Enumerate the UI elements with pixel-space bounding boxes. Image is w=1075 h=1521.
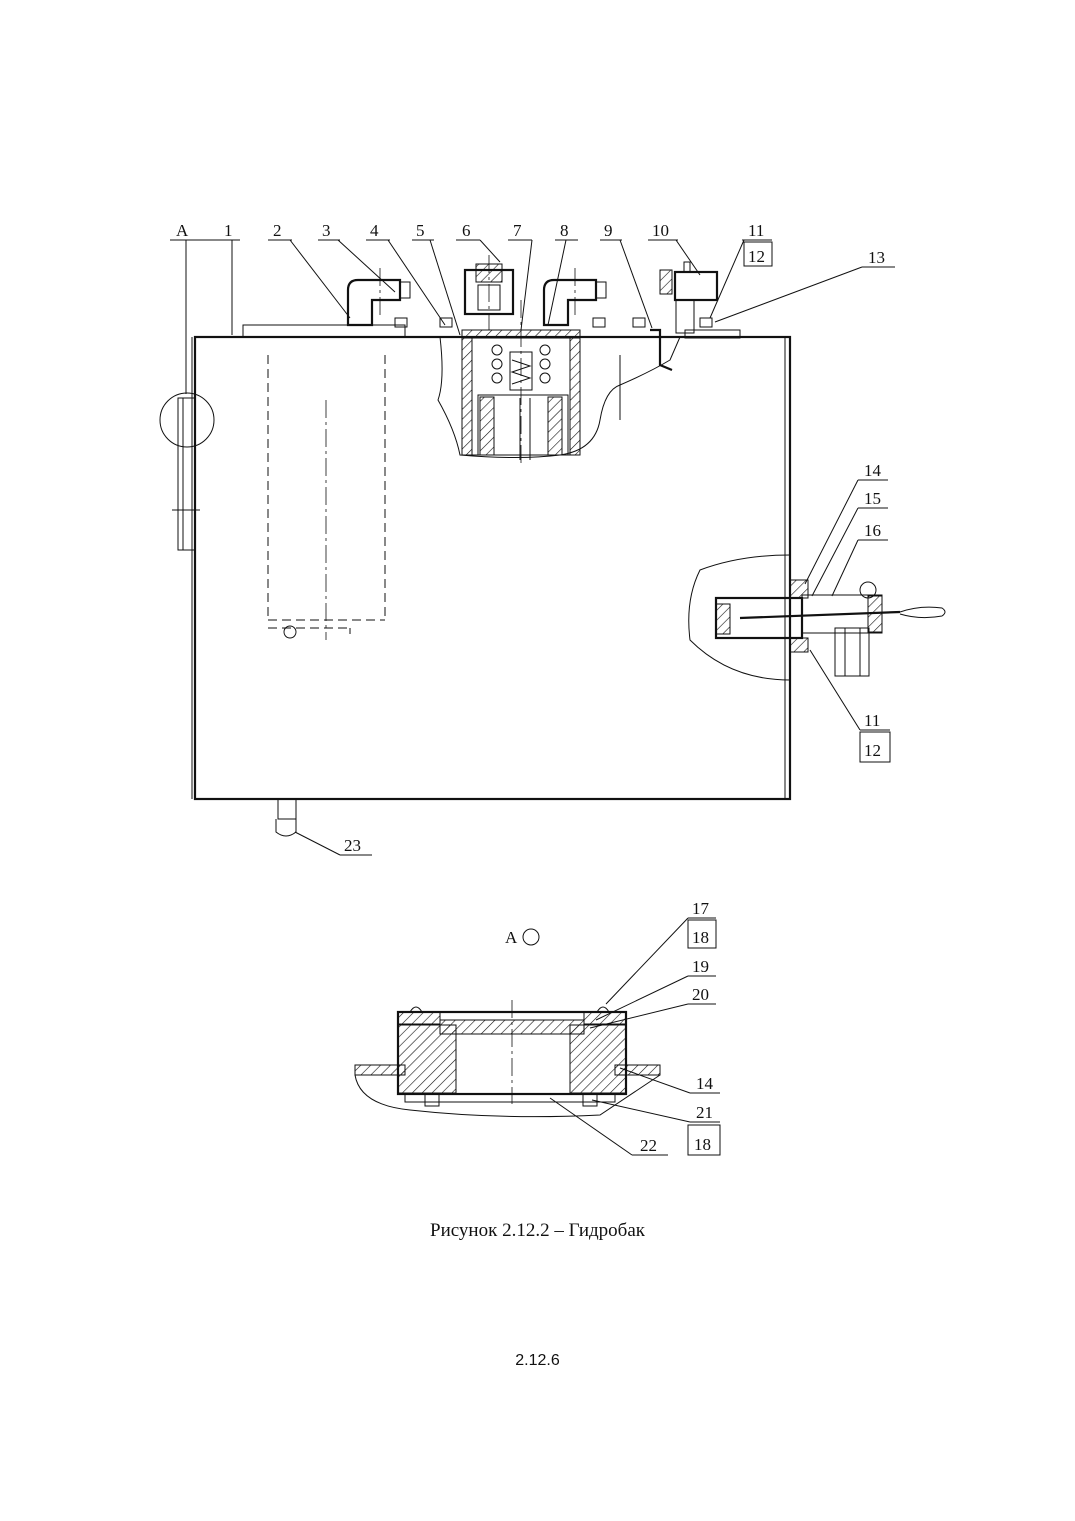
detail-callout-22: 22 [640, 1136, 657, 1155]
page-number: 2.12.6 [515, 1352, 560, 1369]
callout-10: 10 [652, 221, 669, 240]
detail-callout-21: 21 [696, 1103, 713, 1122]
callout-11-lower: 11 [864, 711, 880, 730]
elbow-fitting-right [542, 268, 607, 327]
detail-A-view: А 17 18 19 20 14 21 [354, 899, 721, 1156]
filler-cap [463, 255, 515, 330]
callout-2: 2 [273, 221, 282, 240]
tank-main-view [159, 255, 946, 837]
detail-callout-20: 20 [692, 985, 709, 1004]
leader-lines [170, 239, 895, 856]
detail-title: А [505, 928, 518, 947]
callout-15: 15 [864, 489, 881, 508]
callout-9: 9 [604, 221, 613, 240]
elbow-fitting-left [346, 268, 411, 327]
figure-caption: Рисунок 2.12.2 – Гидробак [430, 1220, 645, 1241]
callout-4: 4 [370, 221, 379, 240]
detail-callout-17: 17 [692, 899, 710, 918]
callout-14: 14 [864, 461, 882, 480]
callout-6: 6 [462, 221, 471, 240]
detail-callout-18: 18 [692, 928, 709, 947]
hidden-filter [267, 355, 386, 640]
detail-callout-14: 14 [696, 1074, 714, 1093]
callout-12: 12 [748, 247, 765, 266]
callout-5: 5 [416, 221, 425, 240]
callout-16: 16 [864, 521, 881, 540]
callout-12-lower: 12 [864, 741, 881, 760]
inspection-hatch [159, 392, 215, 551]
detail-callout-19: 19 [692, 957, 709, 976]
callout-1: 1 [224, 221, 233, 240]
detail-leaders [549, 917, 721, 1156]
level-sensor [659, 261, 741, 339]
callout-11: 11 [748, 221, 764, 240]
callout-23: 23 [344, 836, 361, 855]
detail-callout-18-lower: 18 [694, 1135, 711, 1154]
callout-13: 13 [868, 248, 885, 267]
cover-plate [242, 324, 406, 338]
callout-7: 7 [513, 221, 522, 240]
top-bolts [394, 317, 713, 328]
breather-cutaway [437, 300, 681, 465]
callout-A: А [176, 221, 189, 240]
callout-8: 8 [560, 221, 569, 240]
drain-plug [275, 798, 297, 837]
bracket [650, 328, 673, 372]
callout-labels: А 1 2 3 4 5 6 7 8 9 10 11 12 13 14 15 16… [176, 221, 885, 855]
detail-symbol [522, 928, 540, 946]
callout-3: 3 [322, 221, 331, 240]
shutoff-valve [688, 554, 946, 681]
